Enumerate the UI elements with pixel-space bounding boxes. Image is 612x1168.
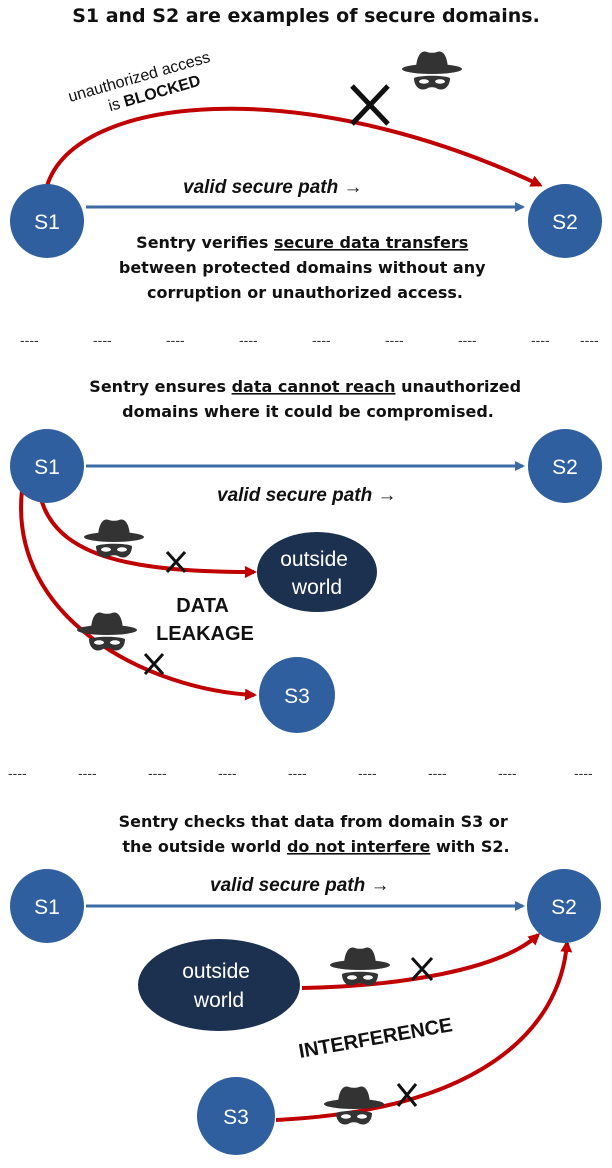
leak-path-s3 [19,489,257,701]
node-s3 [197,1077,275,1155]
node-s2-label: S2 [552,456,578,479]
node-s3-label: S3 [223,1106,249,1129]
panel-secure-transfer: unauthorized access is BLOCKED valid sec… [10,48,602,302]
panel-interference: Sentry checks that data from domain S3 o… [10,812,601,1155]
svg-text:----: ---- [458,332,477,348]
spy-icon [402,51,462,90]
blocked-x-icon [143,652,165,676]
interference-path-outside [301,932,541,990]
node-s2 [528,429,602,503]
blocked-x-icon [410,956,434,982]
blocked-x-icon [350,84,390,126]
secure-path-label: valid secure path → [183,177,363,198]
svg-text:----: ---- [428,765,447,781]
leak-path-outside [38,494,257,578]
interference-label: INTERFERENCE [297,1014,454,1063]
svg-text:----: ---- [218,765,237,781]
svg-text:----: ---- [574,765,593,781]
svg-text:----: ---- [580,332,599,348]
outside-world-label: outside world [280,548,354,599]
node-s2 [527,869,601,943]
separator-2: ---- ---- ---- ---- ---- ---- ---- ---- … [8,765,593,781]
outside-world-node [257,532,377,612]
node-s1 [10,184,84,258]
svg-text:----: ---- [312,332,331,348]
node-s1-label: S1 [34,456,60,479]
svg-text:----: ---- [288,765,307,781]
node-s2 [528,184,602,258]
node-s3-label: S3 [284,685,310,708]
panel-data-leakage: Sentry ensures data cannot reach unautho… [10,377,602,733]
blocked-note: unauthorized access is BLOCKED [66,48,222,125]
svg-text:----: ---- [531,332,550,348]
node-s2-label: S2 [551,896,577,919]
blocked-x-icon [396,1083,418,1107]
blocked-x-icon [165,550,187,574]
page-title: S1 and S2 are examples of secure domains… [72,5,540,27]
spy-icon [324,1086,384,1125]
blocked-path [45,106,543,187]
node-s2-label: S2 [552,211,578,234]
spy-icon [77,612,137,651]
svg-text:----: ---- [8,765,27,781]
svg-text:----: ---- [93,332,112,348]
data-leakage-label: DATA LEAKAGE [156,595,254,645]
outside-world-label: outside world [182,960,256,1012]
svg-text:----: ---- [166,332,185,348]
svg-text:----: ---- [20,332,39,348]
node-s1 [10,429,84,503]
svg-text:----: ---- [385,332,404,348]
svg-text:----: ---- [358,765,377,781]
spy-icon [330,947,390,986]
svg-text:----: ---- [78,765,97,781]
svg-text:----: ---- [239,332,258,348]
node-s1-label: S1 [34,211,60,234]
svg-text:----: ---- [148,765,167,781]
panel1-caption: Sentry verifies secure data transfers be… [119,233,491,302]
outside-world-node [138,939,300,1031]
node-s1 [10,869,84,943]
panel2-caption: Sentry ensures data cannot reach unautho… [89,377,526,421]
node-s1-label: S1 [34,896,60,919]
secure-path-label: valid secure path → [217,485,397,506]
secure-path-label: valid secure path → [210,875,390,896]
panel3-caption: Sentry checks that data from domain S3 o… [119,812,514,856]
separator-1: ---- ---- ---- ---- ---- ---- ---- ---- … [20,332,599,348]
node-s3 [259,657,335,733]
svg-text:----: ---- [498,765,517,781]
